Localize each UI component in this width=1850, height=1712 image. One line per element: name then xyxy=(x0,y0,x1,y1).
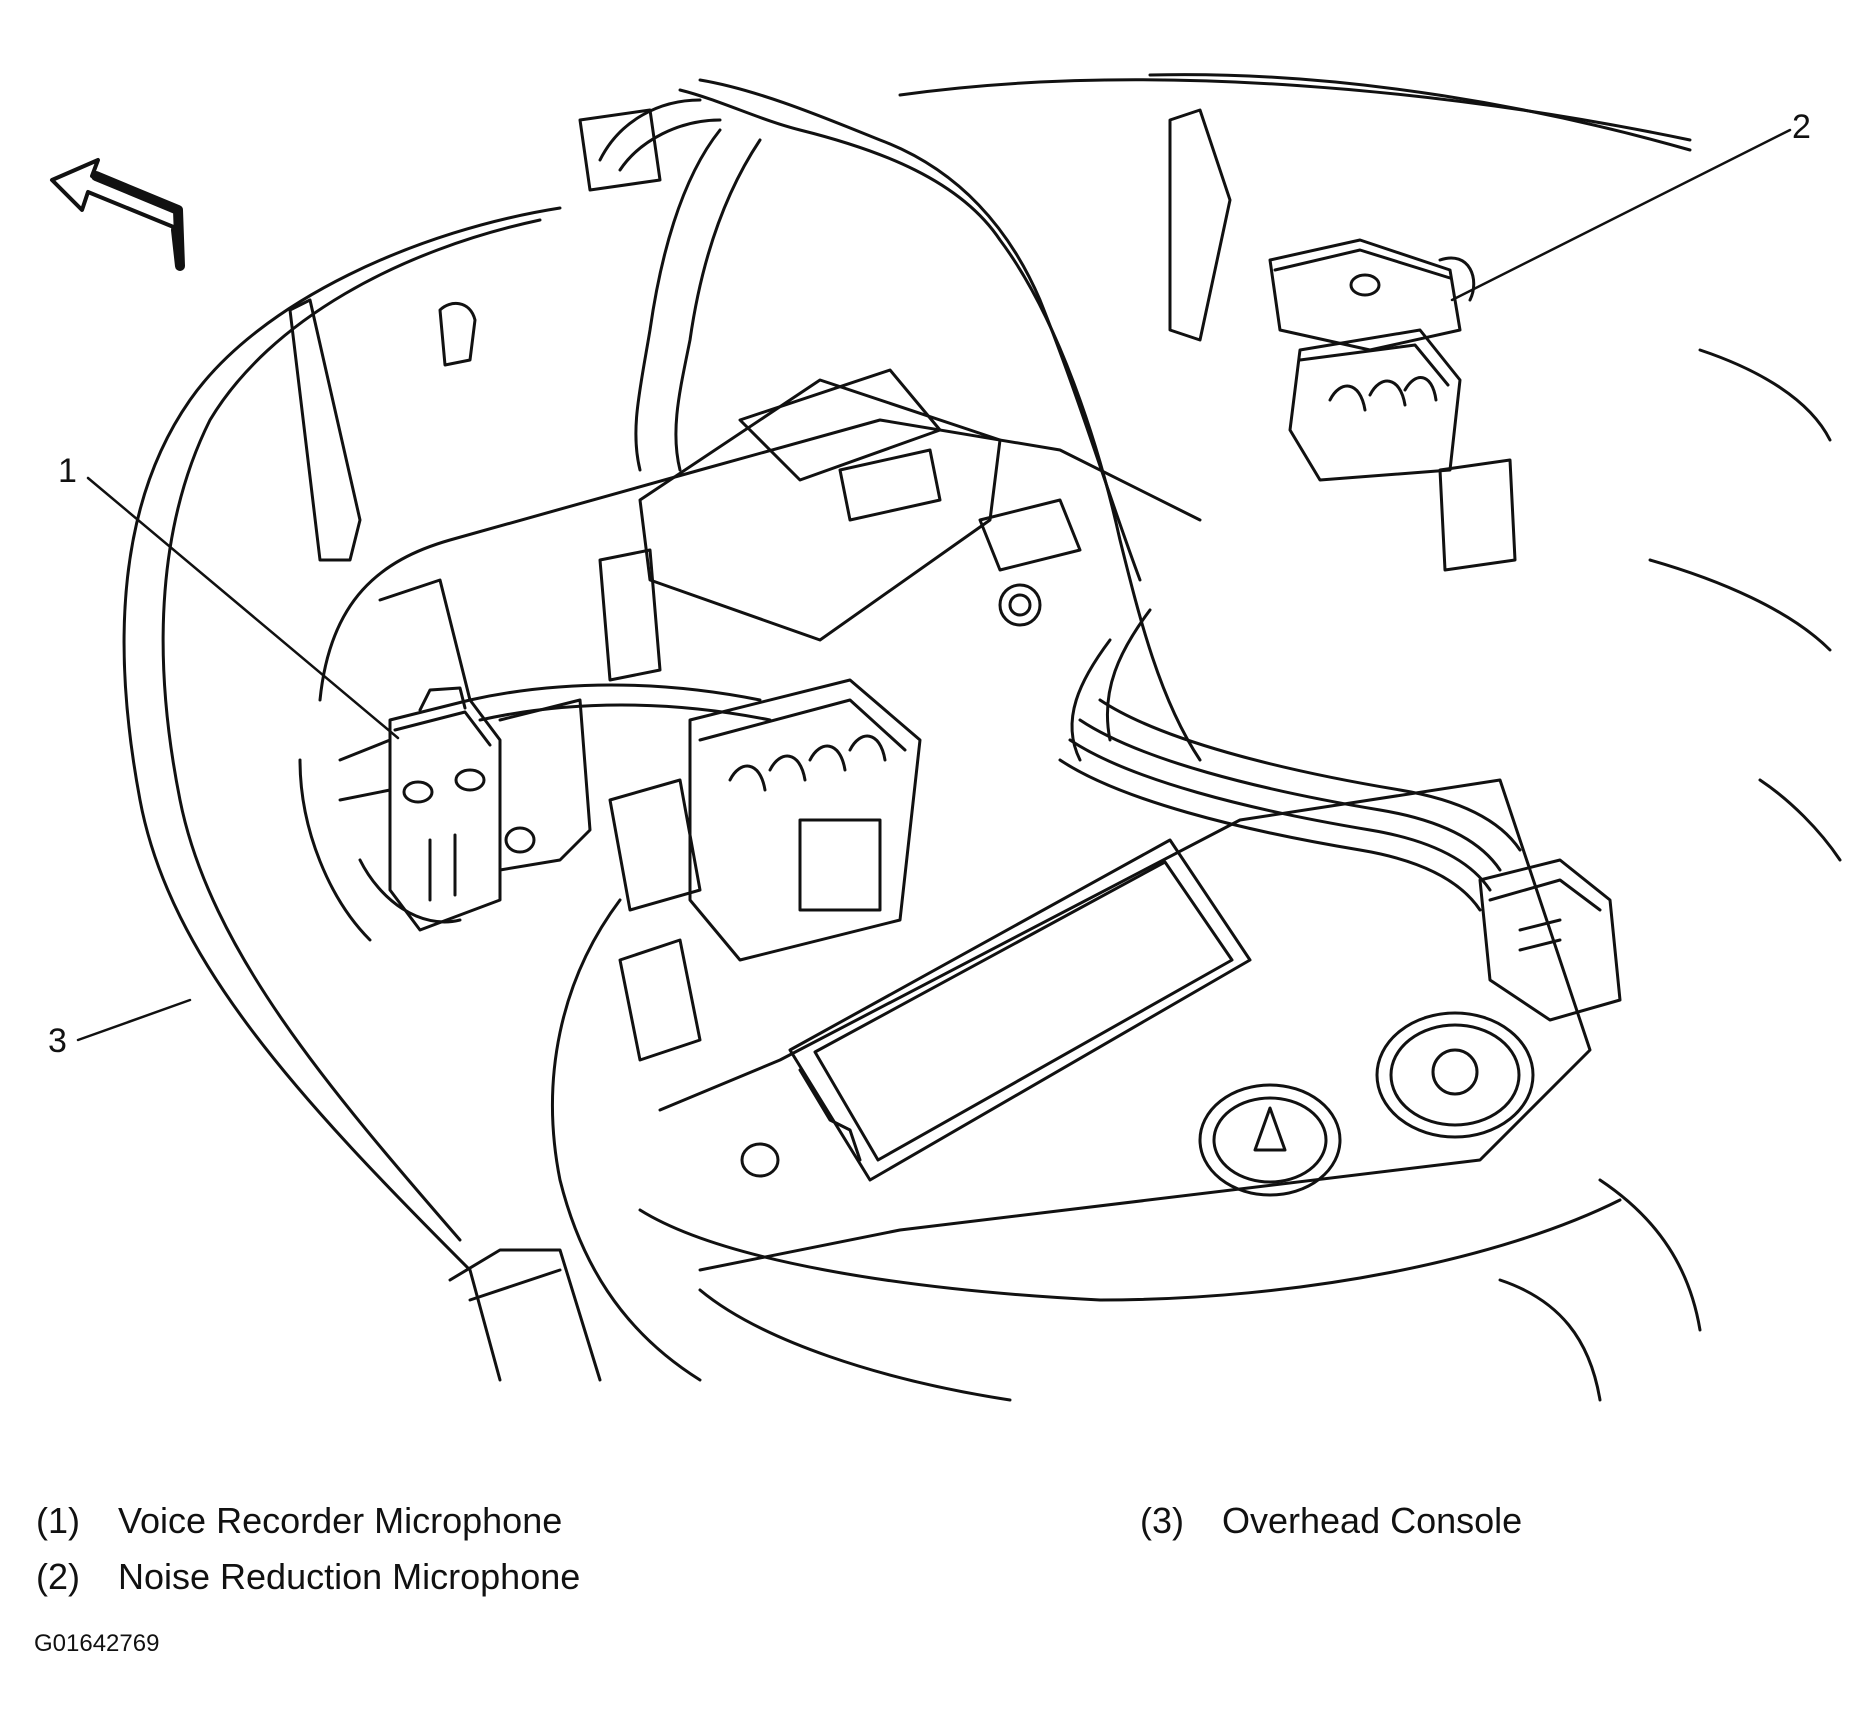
callout-2-leader xyxy=(1450,128,1792,302)
voice-recorder-microphone xyxy=(338,686,502,932)
console-housing xyxy=(298,418,1702,1402)
forward-direction-arrow-icon xyxy=(50,158,185,271)
figure-id: G01642769 xyxy=(34,1630,160,1657)
legend-label: Overhead Console xyxy=(1222,1500,1523,1541)
console-knobs xyxy=(740,1011,1535,1197)
overhead-console-diagram xyxy=(50,73,1842,1402)
callout-number-2: 2 xyxy=(1792,108,1811,146)
legend-number: (3) xyxy=(1140,1500,1184,1541)
callout-1-leader xyxy=(86,476,400,740)
legend-item-1: (1) Voice Recorder Microphone xyxy=(36,1500,562,1542)
callout-number-1: 1 xyxy=(58,452,77,490)
callout-3-leader xyxy=(76,998,192,1042)
callout-number-3: 3 xyxy=(48,1022,67,1060)
legend-label: Voice Recorder Microphone xyxy=(118,1500,563,1541)
callout-leaders xyxy=(76,128,1792,1042)
control-module xyxy=(638,368,1082,642)
legend-number: (2) xyxy=(36,1556,80,1597)
display-panel xyxy=(788,838,1252,1182)
connectors xyxy=(578,108,1622,1022)
mounting-bracket xyxy=(288,298,702,1062)
wiring-harness xyxy=(468,78,1522,912)
legend-item-3: (3) Overhead Console xyxy=(1140,1500,1522,1542)
overhead-console-shell xyxy=(122,73,1842,1382)
legend-item-2: (2) Noise Reduction Microphone xyxy=(36,1556,580,1598)
legend-label: Noise Reduction Microphone xyxy=(118,1556,581,1597)
legend-number: (1) xyxy=(36,1500,80,1541)
noise-reduction-microphone xyxy=(1268,238,1476,352)
